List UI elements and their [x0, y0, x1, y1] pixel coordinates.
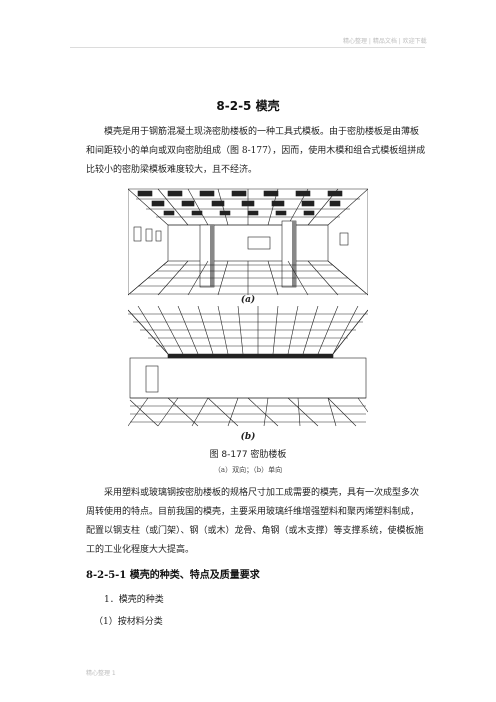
header-rule — [70, 47, 425, 48]
paragraph-shell-materials: 采用塑料或玻璃钢按密肋楼板的规格尺寸加工成需要的模壳，具有一次成型多次周转使用的… — [86, 484, 426, 560]
figure-b-illustration — [127, 305, 369, 428]
paragraph-intro-text: 模壳是用于钢筋混凝土现浇密肋楼板的一种工具式模板。由于密肋楼板是由薄板和间距较小… — [86, 127, 426, 175]
page-header-note: 精心整理 | 精品文档 | 欢迎下载 — [343, 38, 427, 45]
paragraph-intro: 模壳是用于钢筋混凝土现浇密肋楼板的一种工具式模板。由于密肋楼板是由薄板和间距较小… — [86, 123, 426, 180]
one-way-ribbed-slab-drawing — [127, 305, 369, 427]
figure-caption: 图 8-177 密肋楼板 — [209, 450, 287, 460]
section-title: 8-2-5 模壳 — [216, 99, 280, 113]
page-footer: 精心整理 1 — [86, 670, 116, 677]
figure-a-label: (a) — [240, 295, 256, 305]
list-item-2: （1）按材料分类 — [94, 617, 163, 627]
figure-b-label: (b) — [240, 432, 256, 442]
two-way-ribbed-slab-drawing — [127, 188, 369, 296]
subsection-title: 8-2-5-1 模壳的种类、特点及质量要求 — [86, 570, 260, 581]
list-item-1: 1．模壳的种类 — [104, 595, 164, 605]
figure-subcaption: （a）双向；（b）单向 — [213, 466, 283, 474]
figure-a-illustration — [127, 187, 369, 297]
paragraph-shell-materials-text: 采用塑料或玻璃钢按密肋楼板的规格尺寸加工成需要的模壳，具有一次成型多次周转使用的… — [86, 488, 424, 555]
